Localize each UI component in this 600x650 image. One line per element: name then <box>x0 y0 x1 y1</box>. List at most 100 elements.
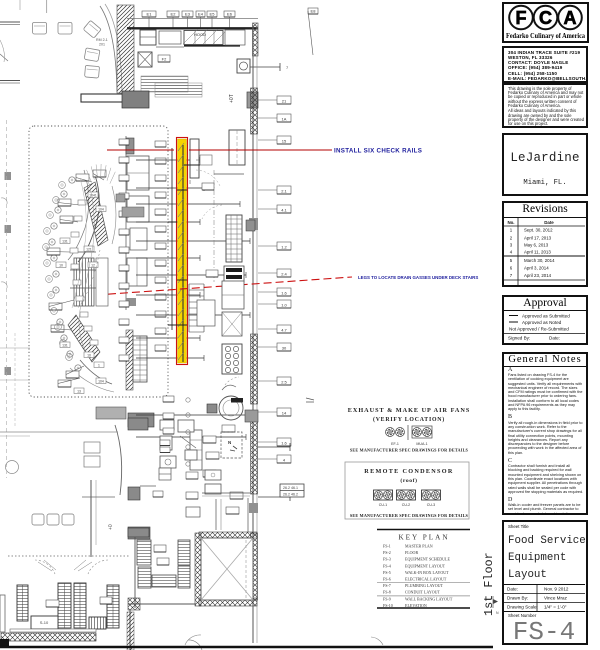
svg-text:Date:: Date: <box>549 336 560 341</box>
svg-text:14: 14 <box>282 411 287 416</box>
svg-text:EXHAUST & MAKE UP AIR FANS: EXHAUST & MAKE UP AIR FANS <box>348 407 471 414</box>
svg-text:+0: +0 <box>108 524 114 530</box>
svg-text:Nov. 9 2012: Nov. 9 2012 <box>544 587 569 592</box>
svg-text:1.0: 1.0 <box>281 303 287 308</box>
svg-text:S-10: S-10 <box>40 620 49 625</box>
svg-text:FS-5: FS-5 <box>383 570 391 575</box>
svg-text:13: 13 <box>77 389 81 393</box>
svg-text:Vince Mraz: Vince Mraz <box>544 596 568 601</box>
svg-text:ELECTRICAL LAYOUT: ELECTRICAL LAYOUT <box>405 577 447 582</box>
svg-text:1.2: 1.2 <box>281 245 287 250</box>
svg-text:1: 1 <box>510 227 513 232</box>
svg-text:SEE MANUFACTURER SPEC DRAWINGS: SEE MANUFACTURER SPEC DRAWINGS FOR DETAI… <box>350 448 469 453</box>
svg-text:7: 7 <box>510 273 513 278</box>
svg-text:Sheet Number: Sheet Number <box>508 613 537 618</box>
svg-text:4.7: 4.7 <box>281 328 287 333</box>
svg-text:2.5: 2.5 <box>281 380 287 385</box>
svg-text:2.4: 2.4 <box>281 272 287 277</box>
svg-text:Date: Date <box>544 220 554 225</box>
svg-text:March 30, 2014: March 30, 2014 <box>524 258 555 263</box>
svg-text:April 23, 2014: April 23, 2014 <box>524 273 552 278</box>
svg-text:(VERIFY LOCATION): (VERIFY LOCATION) <box>373 416 445 423</box>
svg-text:EQUIPMENT SCHEDULE: EQUIPMENT SCHEDULE <box>405 557 450 562</box>
svg-text:A: A <box>564 8 577 28</box>
svg-text:N: N <box>228 440 231 445</box>
svg-text:FS-6: FS-6 <box>383 577 391 582</box>
svg-text:1st Floor: 1st Floor <box>482 552 496 616</box>
svg-text:F2: F2 <box>162 57 167 62</box>
svg-text:C: C <box>539 8 552 28</box>
svg-text:No.: No. <box>507 220 514 225</box>
svg-text:WALK-IN BOX LAYOUT: WALK-IN BOX LAYOUT <box>405 570 449 575</box>
svg-text:+0T: +0T <box>229 94 235 103</box>
svg-text:WALL BACKING LAYOUT: WALL BACKING LAYOUT <box>405 596 453 601</box>
svg-text:1.6: 1.6 <box>281 291 287 296</box>
svg-text:131: 131 <box>62 343 68 347</box>
svg-text:FS-7: FS-7 <box>383 583 391 588</box>
svg-text:4.1: 4.1 <box>281 208 287 213</box>
svg-text:Approved as Submitted: Approved as Submitted <box>522 314 570 319</box>
svg-text:104: 104 <box>98 379 104 383</box>
svg-text:6: 6 <box>510 265 513 270</box>
svg-text:MUA-1: MUA-1 <box>416 442 427 446</box>
svg-text:1/4" = 1'-0": 1/4" = 1'-0" <box>544 605 567 610</box>
svg-text:Date:: Date: <box>507 587 518 592</box>
svg-text:FLOOR: FLOOR <box>405 550 418 555</box>
svg-text:Signed By:: Signed By: <box>508 336 530 341</box>
svg-text:E8: E8 <box>311 9 317 14</box>
svg-text:1041: 1041 <box>89 193 97 197</box>
svg-text:1.6: 1.6 <box>281 441 287 446</box>
svg-text:4: 4 <box>283 458 286 463</box>
svg-text:ELEVATION: ELEVATION <box>405 603 427 608</box>
svg-text:HOOD: HOOD <box>194 32 206 37</box>
svg-text:April 11, 2013: April 11, 2013 <box>524 249 551 254</box>
svg-text:REMOTE CONDENSOR: REMOTE CONDENSOR <box>364 468 453 475</box>
svg-text:CU-1: CU-1 <box>379 503 387 507</box>
svg-text:121: 121 <box>86 247 92 251</box>
svg-text:CONDUIT LAYOUT: CONDUIT LAYOUT <box>405 590 441 595</box>
svg-text:LEGS TO LOCATE DRAIN GASSES UN: LEGS TO LOCATE DRAIN GASSES UNDER DECK S… <box>358 275 478 280</box>
svg-text:FS-1: FS-1 <box>383 544 391 549</box>
svg-text:FS-4: FS-4 <box>383 563 391 568</box>
svg-text:INSTALL SIX CHECK RAILS: INSTALL SIX CHECK RAILS <box>334 148 422 155</box>
svg-text:1: 1 <box>98 363 100 367</box>
svg-text:10: 10 <box>59 263 63 267</box>
svg-text:Drawing Scale:: Drawing Scale: <box>507 605 538 610</box>
svg-text:2: 2 <box>510 235 513 240</box>
svg-text:FS-2: FS-2 <box>383 550 391 555</box>
svg-text:FS-8: FS-8 <box>383 590 391 595</box>
svg-text:May 6, 2013: May 6, 2013 <box>524 242 549 247</box>
svg-text:EQUIPMENT LAYOUT: EQUIPMENT LAYOUT <box>405 563 446 568</box>
svg-text:(roof): (roof) <box>400 477 417 484</box>
svg-text:Approved as Noted: Approved as Noted <box>522 320 562 325</box>
svg-text:4: 4 <box>510 249 513 254</box>
svg-text:Drawn By:: Drawn By: <box>507 596 528 601</box>
svg-text:Not Approved / Re-Submitted: Not Approved / Re-Submitted <box>509 327 569 332</box>
svg-text:KEY PLAN: KEY PLAN <box>398 534 449 542</box>
svg-text:RM 2-1: RM 2-1 <box>96 38 108 42</box>
svg-text:104: 104 <box>98 207 104 211</box>
svg-text:131: 131 <box>62 239 68 243</box>
svg-text:E2: E2 <box>171 12 177 17</box>
svg-text:FS-3: FS-3 <box>383 557 391 562</box>
svg-text:MASTER PLAN: MASTER PLAN <box>405 544 433 549</box>
svg-text:N: N <box>496 611 499 615</box>
svg-text:1A: 1A <box>282 117 287 122</box>
svg-text:7: 7 <box>286 65 289 70</box>
svg-text:April 17, 2013: April 17, 2013 <box>524 235 552 240</box>
svg-text:201: 201 <box>99 43 105 47</box>
svg-text:E4: E4 <box>198 12 204 17</box>
svg-text:5: 5 <box>510 258 513 263</box>
svg-text:FS-9: FS-9 <box>383 596 391 601</box>
svg-text:26.2 46.2: 26.2 46.2 <box>283 493 298 497</box>
svg-text:3: 3 <box>510 242 513 247</box>
svg-text:EF-1: EF-1 <box>391 442 399 446</box>
svg-text:FS-4: FS-4 <box>513 617 575 644</box>
svg-text:FS-10: FS-10 <box>383 603 393 608</box>
svg-text:PLUMBING LAYOUT: PLUMBING LAYOUT <box>405 583 444 588</box>
svg-text:E3: E3 <box>185 12 191 17</box>
svg-text:30: 30 <box>282 346 287 351</box>
svg-text:CU-2: CU-2 <box>402 503 410 507</box>
svg-text:15: 15 <box>282 139 287 144</box>
svg-text:26.2 46.1: 26.2 46.1 <box>283 486 298 490</box>
